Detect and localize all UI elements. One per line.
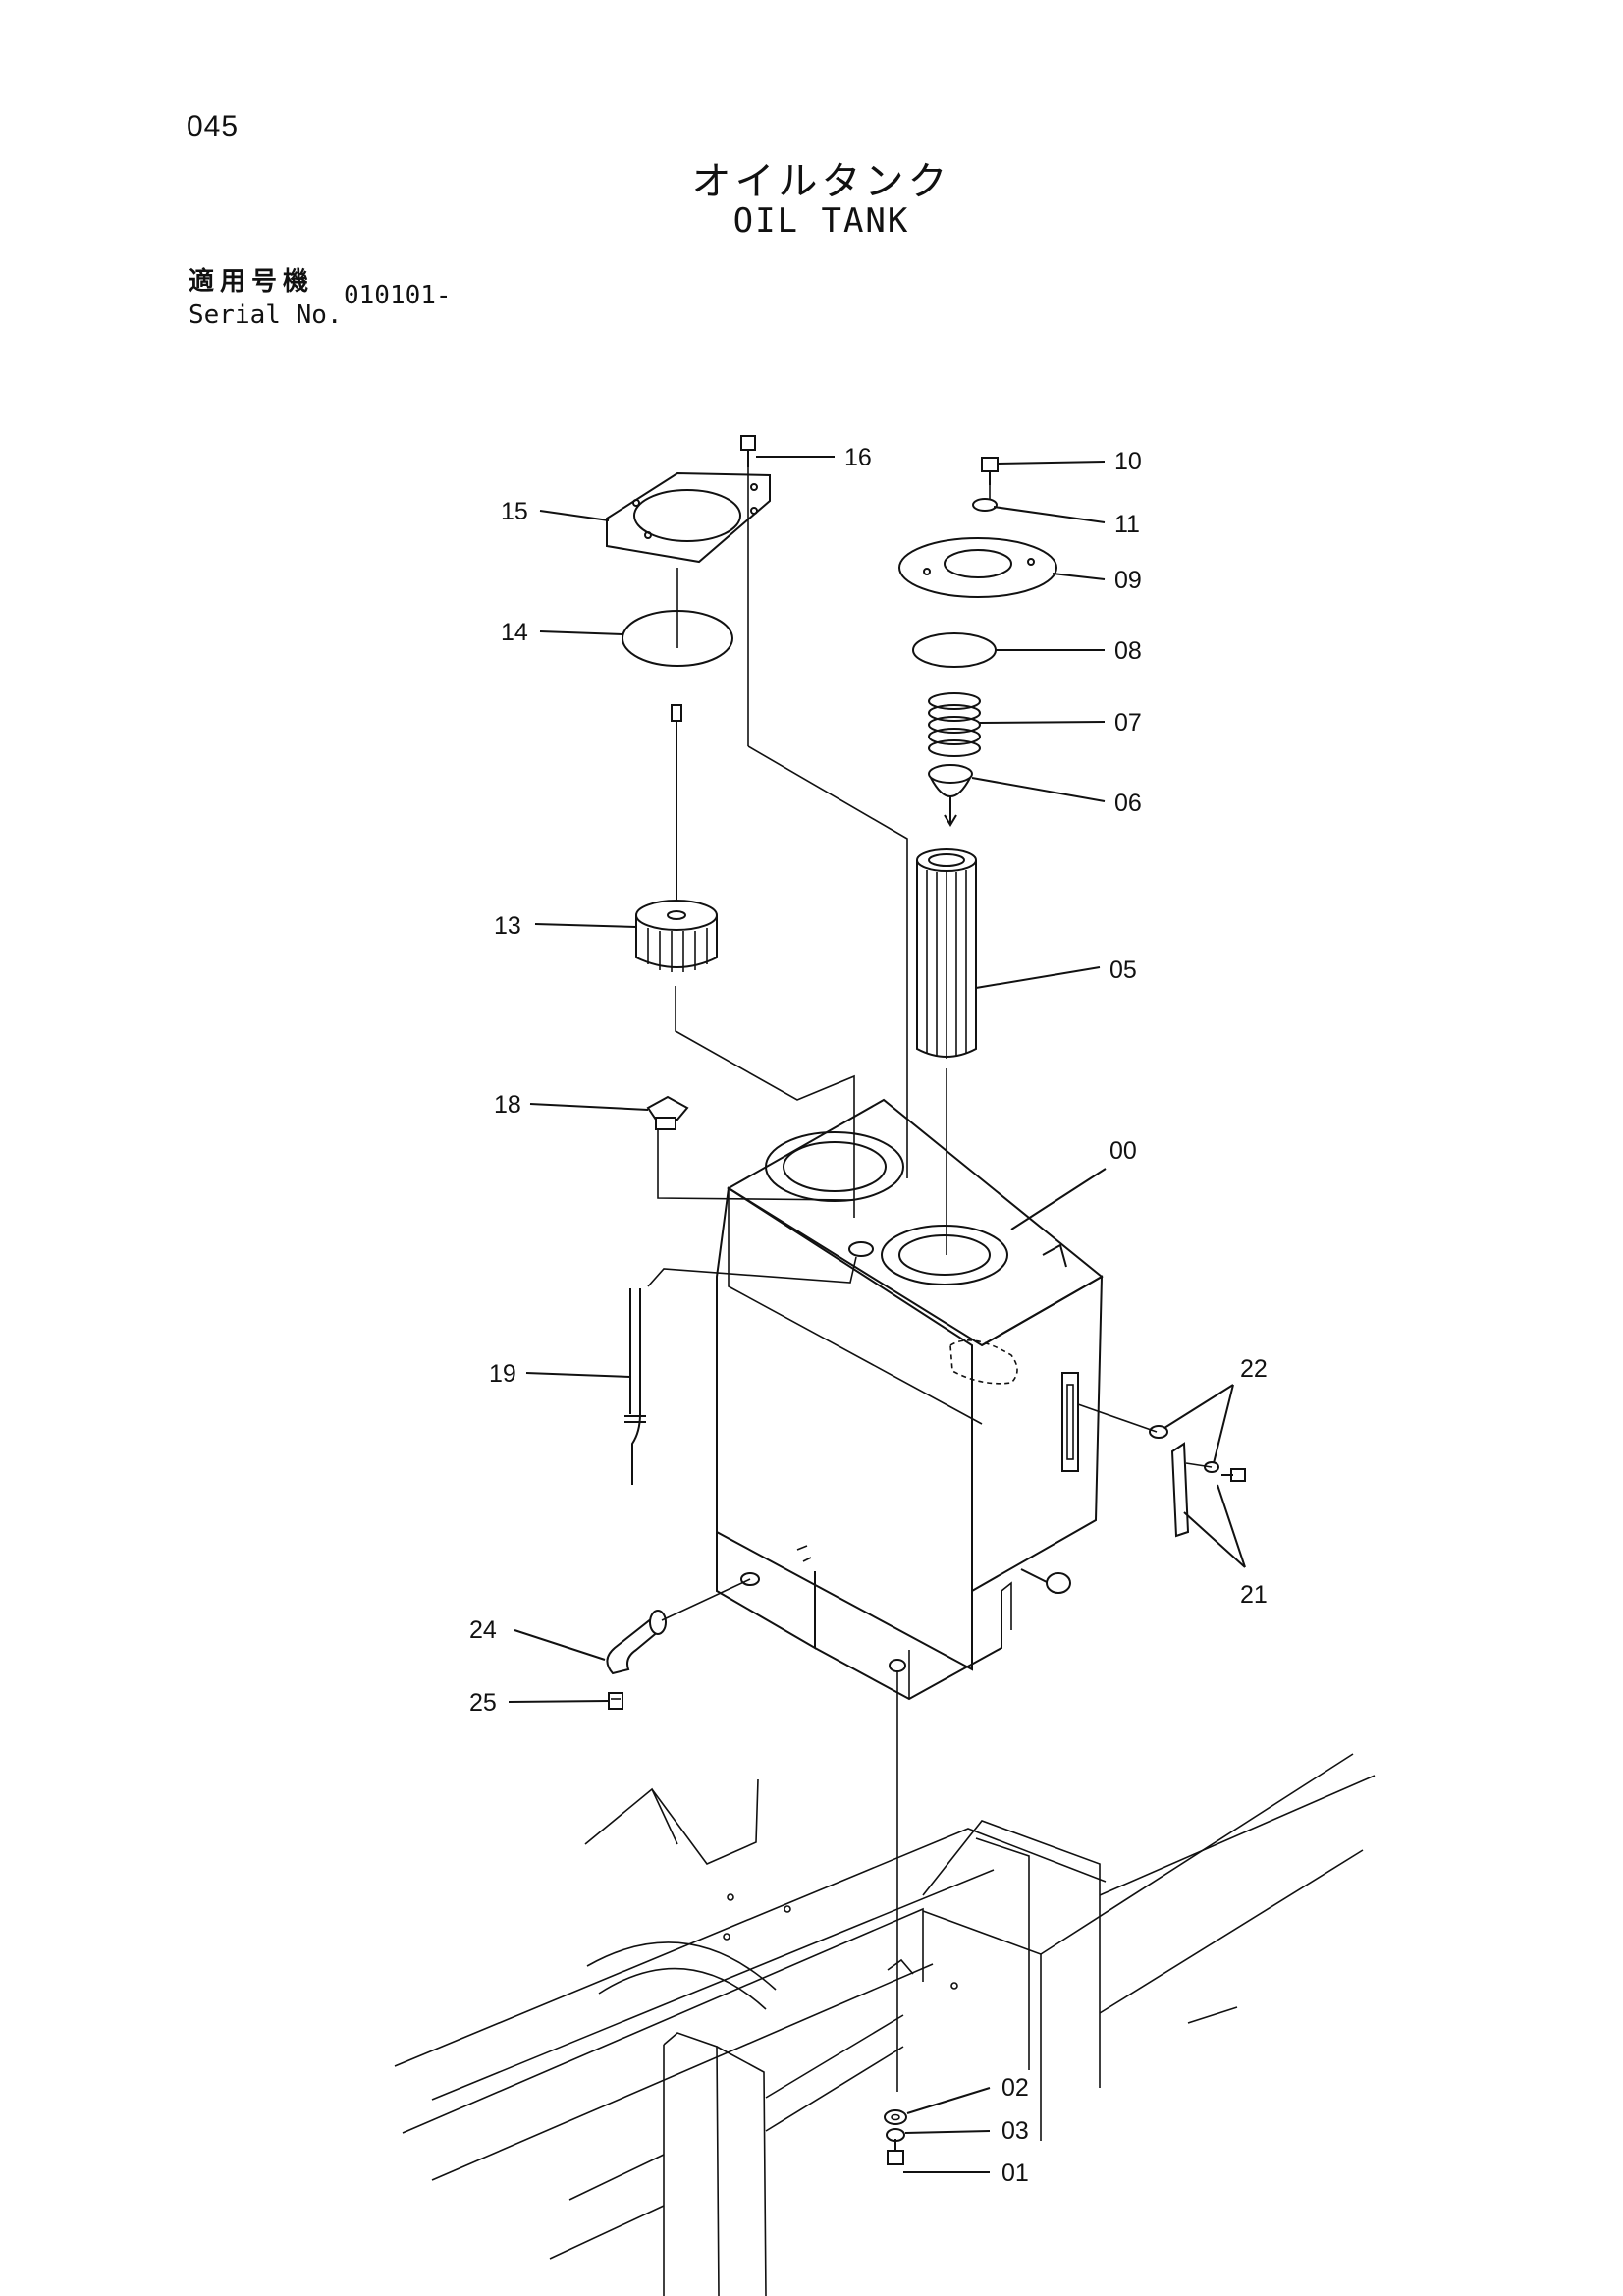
callout-10: 10: [1114, 448, 1142, 475]
callout-08: 08: [1114, 637, 1142, 665]
callout-leaders: [508, 456, 1246, 2173]
part-01-bolt: [887, 2139, 904, 2165]
assembly-lines: [647, 467, 1213, 2092]
part-15-flange-plate: [606, 471, 771, 564]
part-24-elbow: [606, 1610, 667, 1675]
callout-01: 01: [1001, 2159, 1029, 2187]
callout-02: 02: [1001, 2074, 1029, 2102]
callout-14: 14: [501, 619, 528, 646]
part-10-bolt: [981, 457, 999, 485]
part-22-washers: [1149, 1425, 1219, 1473]
part-06-valve: [928, 764, 973, 827]
part-07-spring: [928, 692, 981, 757]
serial-value: 010101-: [344, 281, 452, 310]
callout-21: 21: [1240, 1581, 1268, 1609]
part-02-washer: [884, 2109, 907, 2125]
callout-11: 11: [1114, 511, 1140, 538]
callout-16: 16: [844, 444, 872, 471]
page-number: 045: [187, 110, 240, 142]
part-19-level-gauge: [624, 1288, 646, 1485]
part-13-strainer: [635, 704, 718, 972]
callout-18: 18: [494, 1091, 521, 1119]
serial-label-english: Serial No.: [189, 301, 343, 330]
callout-24: 24: [469, 1616, 497, 1644]
callout-05: 05: [1109, 957, 1137, 984]
part-09-cover: [898, 537, 1057, 598]
part-18-cap: [646, 1095, 689, 1130]
chassis-frame: [394, 1753, 1376, 2296]
callout-19: 19: [489, 1360, 516, 1388]
part-00-oil-tank: [716, 1098, 1104, 1701]
serial-label-japanese: 適用号機: [189, 267, 315, 297]
callout-06: 06: [1114, 790, 1142, 817]
callout-13: 13: [494, 912, 521, 940]
part-16-bolt: [740, 435, 756, 467]
part-11-washer: [972, 498, 998, 512]
callout-00: 00: [1109, 1137, 1137, 1165]
callout-15: 15: [501, 498, 528, 525]
callout-09: 09: [1114, 567, 1142, 594]
callout-03: 03: [1001, 2117, 1029, 2145]
part-21-bracket-bolt: [1170, 1442, 1246, 1538]
part-08-o-ring: [912, 632, 997, 668]
callout-25: 25: [469, 1689, 497, 1717]
title-japanese: オイルタンク: [691, 159, 951, 204]
callout-07: 07: [1114, 709, 1142, 737]
title-english: OIL TANK: [732, 201, 910, 241]
part-05-filter-element: [916, 848, 977, 1059]
callout-22: 22: [1240, 1355, 1268, 1383]
part-25-plug: [608, 1692, 623, 1710]
